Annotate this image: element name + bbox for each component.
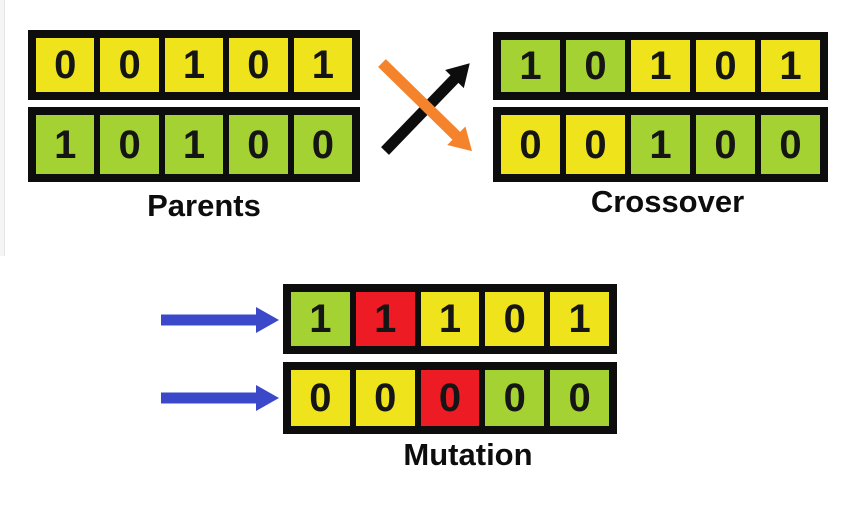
gene-cell: 1 bbox=[164, 115, 224, 174]
gene-value: 1 bbox=[182, 43, 206, 87]
parents-label: Parents bbox=[147, 188, 261, 223]
gene-value: 0 bbox=[118, 122, 141, 167]
gene-value: 1 bbox=[309, 297, 332, 341]
gene-value: 1 bbox=[519, 44, 542, 88]
left-edge-strip bbox=[0, 0, 5, 256]
gene-cell: 0 bbox=[229, 38, 288, 92]
gene-cell: 0 bbox=[566, 40, 625, 92]
gene-cell: 1 bbox=[36, 115, 95, 174]
gene-value: 0 bbox=[714, 44, 737, 88]
gene-cell: 1 bbox=[291, 292, 350, 346]
swap-orange-arrow-icon bbox=[378, 59, 473, 152]
crossover-swap-icon bbox=[378, 59, 473, 155]
gene-cell: 0 bbox=[485, 370, 545, 426]
gene-value: 1 bbox=[649, 44, 672, 88]
gene-cell: 0 bbox=[485, 292, 545, 346]
gene-cell: 0 bbox=[420, 370, 480, 426]
gene-value: 0 bbox=[309, 376, 332, 420]
gene-cell: 0 bbox=[291, 370, 350, 426]
gene-cell: 0 bbox=[36, 38, 95, 92]
gene-value: 0 bbox=[503, 297, 526, 341]
gene-value: 1 bbox=[568, 297, 591, 341]
gene-cell: 0 bbox=[501, 115, 560, 174]
gene-cell: 0 bbox=[550, 370, 609, 426]
gene-value: 0 bbox=[247, 43, 270, 87]
mutation-arrow-icon-2 bbox=[161, 385, 279, 411]
gene-value: 0 bbox=[519, 122, 542, 167]
gene-cell: 1 bbox=[164, 38, 224, 92]
gene-value: 1 bbox=[779, 44, 802, 88]
right-arrow-icon bbox=[161, 385, 279, 411]
gene-value: 0 bbox=[568, 376, 591, 420]
gene-value: 0 bbox=[584, 44, 607, 88]
gene-value: 0 bbox=[374, 376, 397, 420]
gene-value: 0 bbox=[438, 376, 462, 420]
gene-cell: 0 bbox=[355, 370, 415, 426]
gene-value: 1 bbox=[54, 122, 77, 167]
mutation-label: Mutation bbox=[403, 437, 533, 472]
gene-cell: 1 bbox=[761, 40, 820, 92]
gene-cell: 1 bbox=[631, 40, 690, 92]
gene-value: 0 bbox=[54, 43, 77, 87]
gene-value: 0 bbox=[247, 122, 270, 167]
gene-value: 1 bbox=[438, 297, 462, 341]
gene-cell: 0 bbox=[566, 115, 625, 174]
gene-value: 0 bbox=[584, 122, 607, 167]
gene-cell: 0 bbox=[100, 38, 159, 92]
gene-cell: 0 bbox=[229, 115, 288, 174]
gene-value: 0 bbox=[311, 122, 334, 167]
gene-value: 0 bbox=[779, 122, 802, 167]
gene-cell: 1 bbox=[550, 292, 609, 346]
gene-cell: 0 bbox=[293, 115, 353, 174]
gene-value: 1 bbox=[374, 297, 397, 341]
gene-value: 0 bbox=[714, 122, 737, 167]
gene-value: 0 bbox=[118, 43, 141, 87]
gene-value: 1 bbox=[182, 122, 206, 167]
crossover-label: Crossover bbox=[590, 184, 745, 219]
gene-value: 1 bbox=[311, 43, 334, 87]
gene-cell: 1 bbox=[501, 40, 560, 92]
gene-cell: 0 bbox=[100, 115, 159, 174]
gene-value: 1 bbox=[649, 122, 672, 167]
gene-cell: 1 bbox=[355, 292, 415, 346]
gene-cell: 1 bbox=[631, 115, 690, 174]
gene-cell: 0 bbox=[761, 115, 820, 174]
gene-cell: 1 bbox=[293, 38, 353, 92]
gene-cell: 0 bbox=[696, 40, 755, 92]
gene-cell: 0 bbox=[696, 115, 755, 174]
mutation-arrow-icon-1 bbox=[161, 307, 279, 333]
gene-value: 0 bbox=[503, 376, 526, 420]
gene-cell: 1 bbox=[420, 292, 480, 346]
right-arrow-icon bbox=[161, 307, 279, 333]
